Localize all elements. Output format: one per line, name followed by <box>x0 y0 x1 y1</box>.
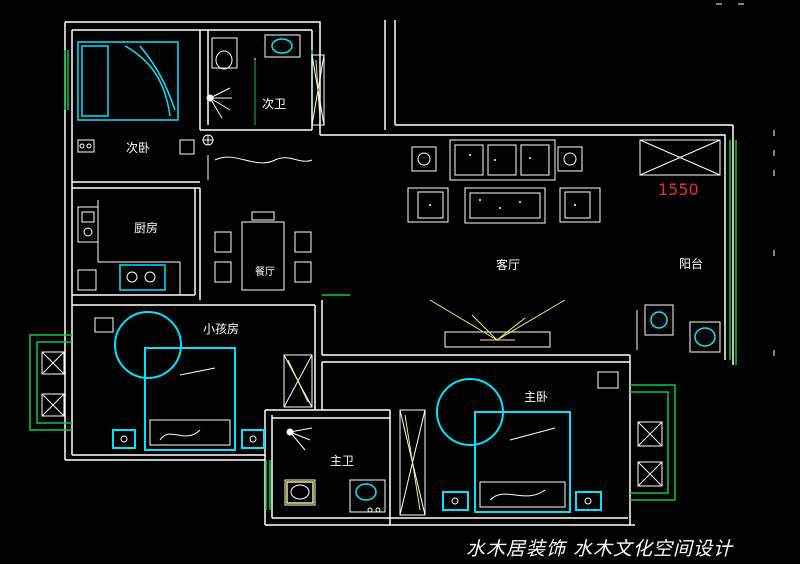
room-label-kids-room: 小孩房 <box>203 322 240 336</box>
room-label-kitchen: 厨房 <box>134 221 159 235</box>
kids-room-furniture <box>112 311 265 451</box>
room-label-balcony: 阳台 <box>679 257 704 271</box>
room-label-living: 客厅 <box>496 258 521 272</box>
closets <box>283 54 721 516</box>
living-room-tv <box>444 331 551 348</box>
dining-table <box>214 156 313 291</box>
room-label-master-bath: 主卫 <box>330 454 355 468</box>
room-label-master-bedroom: 主卧 <box>524 390 549 404</box>
room-label-secondary-bath: 次卫 <box>262 97 287 111</box>
secondary-bedroom-bed <box>77 41 179 121</box>
windows <box>29 50 737 510</box>
furniture-texture <box>429 154 576 209</box>
dimension-label-balcony: 1550 <box>658 180 699 199</box>
walls <box>64 20 734 526</box>
registration-ticks <box>716 3 775 356</box>
living-room-sofa <box>407 139 601 224</box>
room-label-dining: 餐厅 <box>255 267 275 278</box>
designer-credit: 水木居装饰 水木文化空间设计 <box>466 538 734 560</box>
master-balcony-chairs <box>637 421 663 487</box>
master-bedroom-furniture <box>436 378 602 513</box>
kids-room-balcony-chairs <box>41 351 65 417</box>
room-label-secondary-bedroom: 次卧 <box>126 141 151 155</box>
